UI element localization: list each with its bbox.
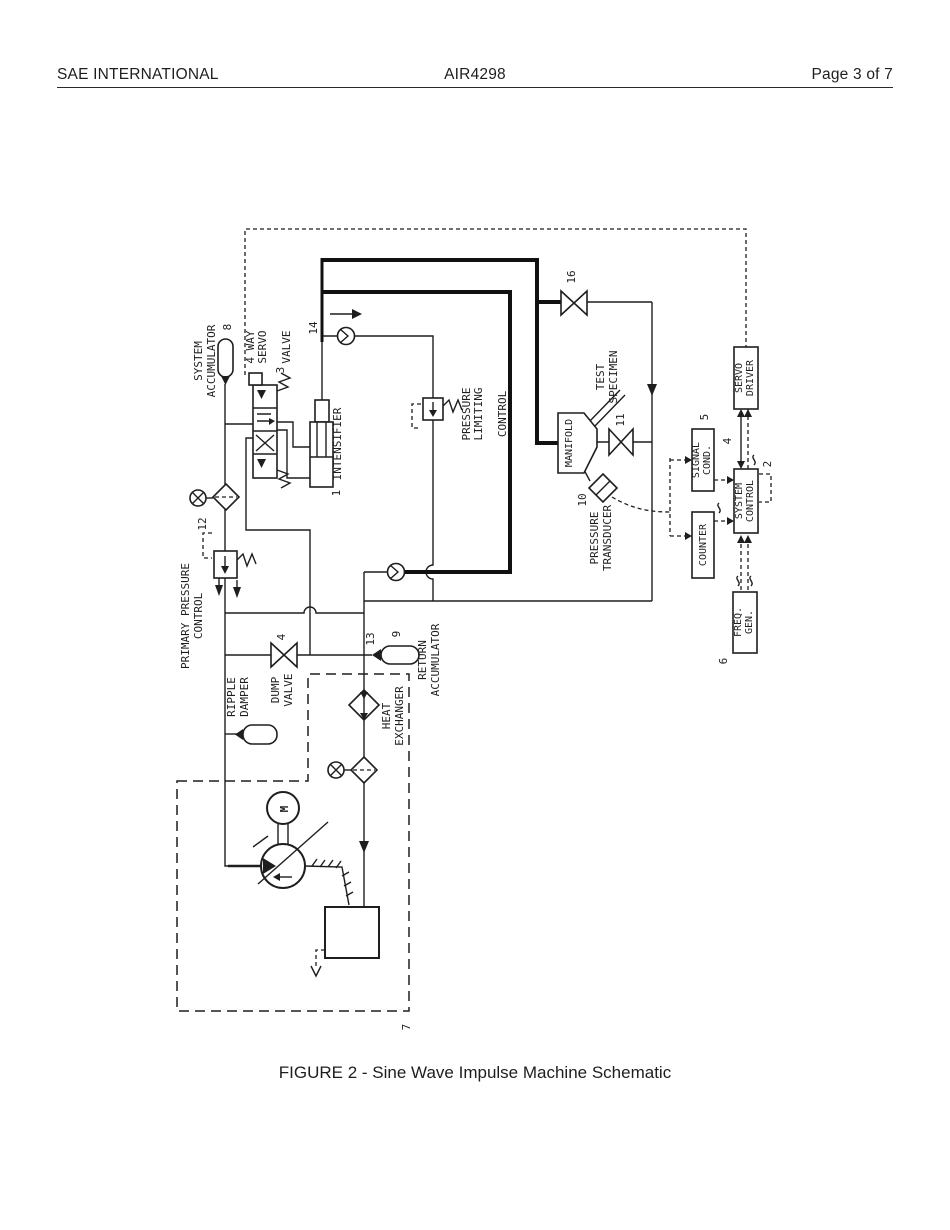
manifold-valve-11 (608, 426, 634, 458)
ref-5: 5 (698, 414, 711, 421)
electrical-boundary-dashed (244, 228, 747, 375)
system-control-label: SYSTEMCONTROL (734, 480, 756, 522)
motor-label: M (278, 805, 291, 812)
servo-driver-label: SERVODRIVER (734, 359, 756, 396)
heat-exchanger-label: HEATEXCHANGER (380, 686, 406, 746)
pump-symbol (252, 821, 354, 906)
test-specimen-label: TESTSPECIMEN (594, 351, 620, 404)
freq-gen-box (732, 591, 758, 654)
ref-4-dump: 4 (275, 633, 288, 640)
header-doc-number: AIR4298 (444, 66, 506, 83)
flow-arrows (215, 309, 657, 853)
dump-valve-symbol (270, 641, 298, 669)
bold-impulse-lines (320, 258, 561, 574)
servo-valve-symbol (248, 372, 292, 489)
counter-box (691, 511, 715, 579)
ref-1: 1 (330, 490, 343, 497)
check-valve-14 (336, 326, 356, 346)
impulse-valve-16 (560, 289, 588, 317)
control-wiring-dashed (611, 409, 772, 592)
power-unit-boundary-dashed (176, 673, 410, 1012)
ref-13: 13 (364, 632, 377, 645)
ref-2: 2 (761, 461, 774, 468)
return-accumulator-symbol (372, 645, 420, 665)
ref-7: 7 (400, 1024, 413, 1031)
intensifier-symbol (309, 399, 334, 488)
dump-valve-label: DUMPVALVE (269, 673, 295, 706)
manifold-label: MANIFOLD (564, 419, 575, 467)
counter-label: COUNTER (698, 523, 709, 566)
ref-9: 9 (390, 631, 403, 638)
ref-11: 11 (614, 413, 627, 426)
ref-8: 8 (221, 324, 234, 331)
ref-3: 3 (274, 367, 287, 374)
primary-pressure-valve (202, 532, 257, 579)
system-control-box (733, 468, 759, 534)
ref-16: 16 (565, 270, 578, 283)
pressure-transducer-label: PRESSURETRANSDUCER (588, 505, 614, 572)
system-accumulator-label: SYSTEMACCUMULATOR (192, 324, 218, 397)
ripple-damper-label: RIPPLEDAMPER (225, 677, 251, 717)
servo-driver-box (733, 346, 759, 410)
ref-6: 6 (717, 658, 730, 665)
ref-12: 12 (196, 517, 209, 530)
motor-symbol (266, 791, 300, 825)
header-left: SAE INTERNATIONAL (57, 66, 219, 83)
system-accumulator-symbol (217, 338, 234, 385)
ref-4-line: 4 (721, 437, 734, 444)
pressure-transducer-symbol (587, 472, 619, 504)
header-rule (57, 87, 893, 88)
reservoir-symbol (310, 906, 380, 978)
ref-10: 10 (576, 493, 589, 506)
heat-exchanger-symbol (347, 688, 381, 722)
manifold-symbol (557, 412, 598, 474)
primary-pressure-label: PRIMARY PRESSURECONTROL (179, 563, 205, 669)
pressure-limiting-valve (411, 397, 463, 429)
figure-caption: FIGURE 2 - Sine Wave Impulse Machine Sch… (278, 1063, 672, 1082)
ref-14: 14 (307, 321, 320, 335)
filter-gauge-lower (327, 755, 379, 785)
check-valve-return (386, 562, 406, 582)
header-page-number: Page 3 of 7 (811, 66, 893, 83)
filter-gauge-upper (189, 482, 241, 512)
signal-cond-label: SIGNALCOND. (691, 442, 713, 478)
return-accumulator-label: RETURNACCUMULATOR (416, 623, 442, 696)
freq-gen-label: FREQ.GEN. (733, 607, 755, 637)
page-header: SAE INTERNATIONAL AIR4298 Page 3 of 7 (57, 66, 893, 84)
ripple-damper-symbol (235, 724, 278, 745)
intensifier-label: INTENSIFIER (331, 407, 344, 480)
